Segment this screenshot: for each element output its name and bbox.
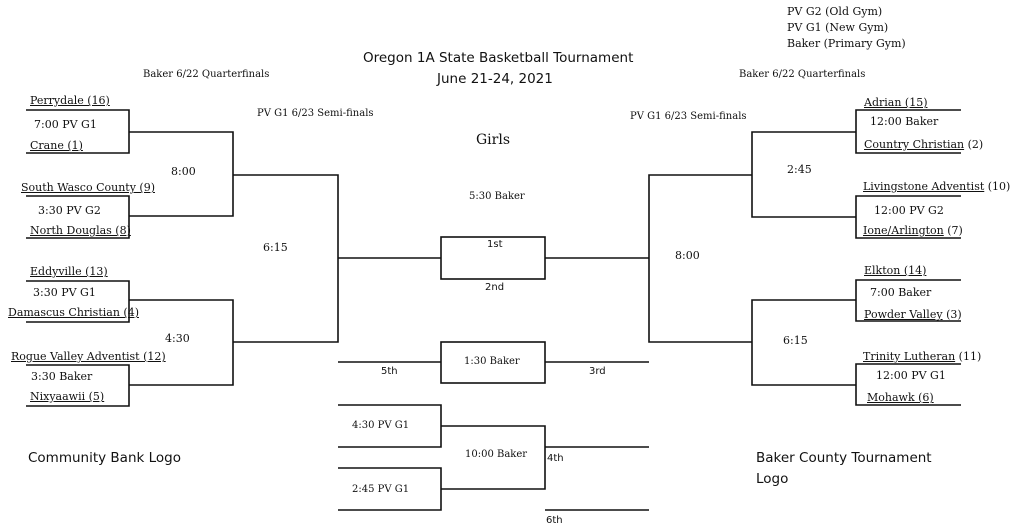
- tournament-title: Oregon 1A State Basketball Tournament: [363, 50, 634, 66]
- fourth-place-label: 4th: [547, 453, 564, 464]
- team-right-6-name: Powder Valley: [864, 308, 943, 321]
- left-quarter-1: [129, 131, 234, 217]
- third-place-game-time: 1:30 Baker: [464, 356, 520, 367]
- left-game-time-1: 7:00 PV G1: [34, 118, 97, 131]
- right-semifinals-label: PV G1 6/23 Semi-finals: [630, 111, 747, 122]
- team-right-2: Country Christian (2): [864, 139, 983, 150]
- final-box: [440, 236, 546, 280]
- team-right-1: Adrian (15): [864, 96, 928, 109]
- tournament-dates: June 21-24, 2021: [437, 71, 553, 87]
- team-right-7-name: Trinity Lutheran: [863, 350, 956, 363]
- sixth-place-label: 6th: [546, 515, 563, 526]
- right-semi-time: 8:00: [675, 249, 700, 262]
- consolation-final-time: 10:00 Baker: [465, 449, 528, 460]
- left-quarter-time-1: 8:00: [171, 165, 196, 178]
- team-right-3: Livingstone Adventist (10): [863, 181, 1010, 192]
- team-right-6-seed: (3): [946, 308, 962, 321]
- left-game-time-4: 3:30 Baker: [31, 370, 93, 383]
- division-label: Girls: [476, 132, 511, 148]
- right-quarter-time-2: 6:15: [783, 334, 808, 347]
- third-place-label: 3rd: [589, 366, 606, 377]
- team-right-2-seed: (2): [967, 138, 984, 151]
- fifth-place-label: 5th: [381, 366, 398, 377]
- second-place-label: 2nd: [485, 282, 505, 293]
- baker-county-logo-line1: Baker County Tournament: [756, 450, 932, 466]
- team-left-6: Damascus Christian (4): [8, 306, 139, 319]
- team-left-3: South Wasco County (9): [21, 181, 155, 194]
- team-left-5: Eddyville (13): [30, 265, 108, 278]
- community-bank-logo: Community Bank Logo: [28, 450, 181, 466]
- team-right-2-name: Country Christian: [864, 138, 965, 151]
- team-right-5: Elkton (14): [864, 264, 927, 277]
- left-game-time-3: 3:30 PV G1: [33, 286, 96, 299]
- team-left-7: Rogue Valley Adventist (12): [11, 350, 166, 363]
- consolation-game-b-time: 2:45 PV G1: [352, 484, 410, 495]
- right-game-time-3: 7:00 Baker: [870, 286, 932, 299]
- left-game-time-2: 3:30 PV G2: [38, 204, 101, 217]
- team-left-4: North Douglas (8): [30, 224, 131, 237]
- right-game-time-2: 12:00 PV G2: [874, 204, 944, 217]
- team-left-8: Nixyaawii (5): [30, 390, 105, 403]
- right-game-time-1: 12:00 Baker: [870, 115, 939, 128]
- final-game-time: 5:30 Baker: [469, 191, 525, 202]
- right-quarterfinals-label: Baker 6/22 Quarterfinals: [739, 69, 866, 80]
- gym-legend-item: PV G2 (Old Gym): [787, 5, 883, 18]
- left-semi-time: 6:15: [263, 241, 288, 254]
- left-quarterfinals-label: Baker 6/22 Quarterfinals: [143, 69, 270, 80]
- left-match-2: [26, 195, 130, 239]
- left-quarter-time-2: 4:30: [165, 332, 190, 345]
- team-right-7: Trinity Lutheran (11): [863, 351, 981, 362]
- team-right-3-seed: (10): [987, 180, 1011, 193]
- team-left-1: Perrydale (16): [30, 94, 110, 107]
- team-left-2: Crane (1): [30, 139, 83, 152]
- consolation-game-a-time: 4:30 PV G1: [352, 420, 410, 431]
- baker-county-logo-line2: Logo: [756, 471, 789, 487]
- team-right-6: Powder Valley (3): [864, 309, 962, 320]
- team-right-4: Ione/Arlington (7): [863, 225, 963, 236]
- left-semifinals-label: PV G1 6/23 Semi-finals: [257, 108, 374, 119]
- right-game-time-4: 12:00 PV G1: [876, 369, 946, 382]
- cons-final: [441, 425, 546, 490]
- gym-legend-item: Baker (Primary Gym): [787, 37, 906, 50]
- team-right-7-seed: (11): [958, 350, 982, 363]
- team-right-8: Mohawk (6): [867, 391, 934, 404]
- gym-legend-item: PV G1 (New Gym): [787, 21, 889, 34]
- team-right-4-name: Ione/Arlington: [863, 224, 944, 237]
- right-quarter-time-1: 2:45: [787, 163, 812, 176]
- first-place-label: 1st: [487, 239, 503, 250]
- team-right-4-seed: (7): [947, 224, 963, 237]
- right-semi: [648, 174, 752, 343]
- left-match-3: [26, 280, 130, 323]
- team-right-3-name: Livingstone Adventist: [863, 180, 985, 193]
- left-semi: [233, 174, 339, 343]
